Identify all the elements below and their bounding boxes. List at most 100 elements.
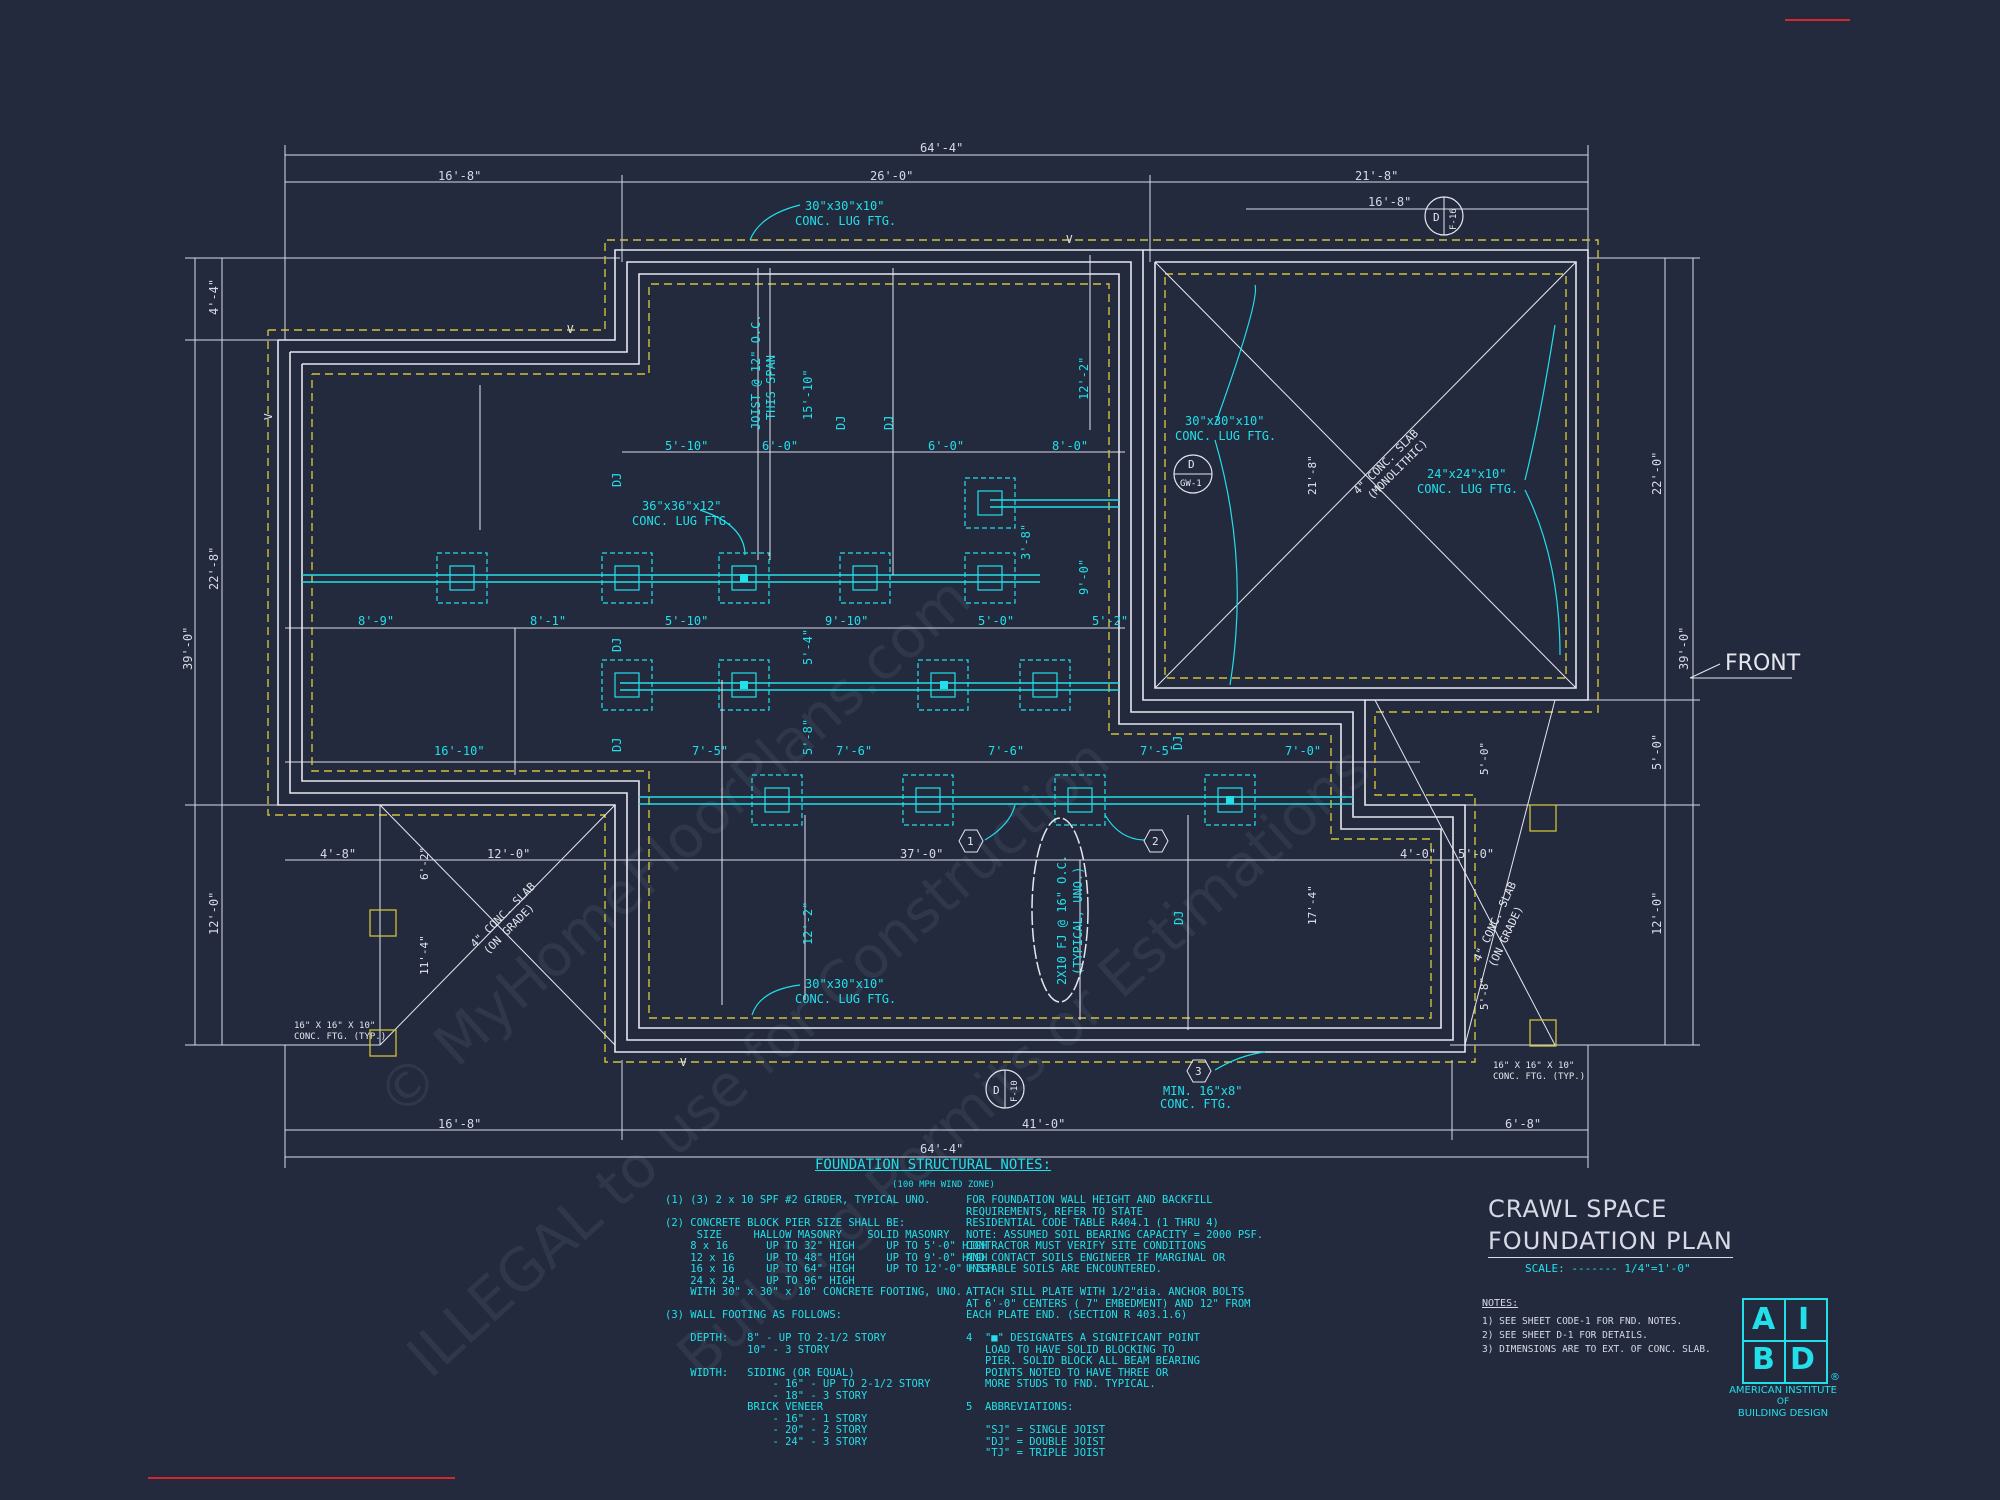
logo-letter-i: I: [1798, 1302, 1810, 1337]
min-ftg-2: CONC. FTG.: [1160, 1097, 1232, 1111]
leader-lines: [699, 204, 1561, 1071]
dim-row2-5: 5'-0": [978, 614, 1014, 628]
logo-letter-d: D: [1790, 1342, 1815, 1377]
dim-bottom-1: 16'-8": [438, 1117, 481, 1131]
callout-2-label: 2: [1152, 835, 1159, 848]
logo-letter-b: B: [1752, 1342, 1775, 1377]
dim-left-upper: 4'-4": [207, 279, 221, 315]
plan-title-line-1: CRAWL SPACE: [1488, 1195, 1668, 1223]
dj-label: DJ: [610, 473, 624, 487]
dim-row1-4: 8'-0": [1052, 439, 1088, 453]
dim-right-upper: 22'-0": [1650, 452, 1664, 495]
joist-lines: [479, 255, 1189, 1030]
dim-row3-2: 7'-5": [692, 744, 728, 758]
dim-v-6: 5'-8": [801, 719, 815, 755]
section-gw1-label: GW-1: [1180, 479, 1202, 489]
lug-ftg-top-size: 30"x30"x10": [805, 199, 884, 213]
dim-left-total: 39'-0": [181, 627, 195, 670]
dim-row4-2: 12'-0": [487, 847, 530, 861]
lug-ftg-top-text: CONC. LUG FTG.: [795, 214, 896, 228]
min-ftg-1: MIN. 16"x8": [1163, 1084, 1242, 1098]
dim-overall-top: 64'-4": [920, 141, 963, 155]
fj-note-1: 2X10 FJ @ 16" O.C.: [1055, 855, 1069, 985]
dim-v-1: 15'-10": [801, 369, 815, 420]
lug-ftg-garage-text: CONC. LUG FTG.: [1175, 429, 1276, 443]
section-marker-f16: D F-16: [1424, 196, 1464, 236]
notes-column-2: FOR FOUNDATION WALL HEIGHT AND BACKFILL …: [966, 1194, 1264, 1459]
vent-label: V: [262, 413, 275, 420]
joist-note-2: THIS SPAN: [764, 355, 778, 420]
logo-name-line-2: OF: [1776, 1397, 1790, 1407]
girders: [302, 499, 1353, 805]
ftg-typ-left-1: 16" X 16" X 10": [294, 1021, 375, 1031]
dim-top-inner: 16'-8": [1368, 195, 1411, 209]
dim-row1-1: 5'-10": [665, 439, 708, 453]
dim-row4-3: 37'-0": [900, 847, 943, 861]
dj-label: DJ: [834, 416, 848, 430]
dim-row3-1: 16'-10": [434, 744, 485, 758]
dj-label: DJ: [610, 638, 624, 652]
double-joist-labels: DJ DJ DJ DJ DJ DJ DJ: [610, 416, 1186, 925]
section-d-label: D: [993, 1084, 1000, 1097]
lug-ftg-right-text: CONC. LUG FTG.: [1417, 482, 1518, 496]
dim-v-3: 3'-8": [1019, 524, 1033, 560]
callout-hex-1: 1: [958, 829, 984, 853]
dim-bottom-2: 41'-0": [1022, 1117, 1065, 1131]
dim-overall-bottom: 64'-4": [920, 1142, 963, 1156]
dim-row3-5: 7'-5": [1140, 744, 1176, 758]
dim-right-mid: 5'-0": [1650, 734, 1664, 770]
dj-label: DJ: [1172, 911, 1186, 925]
footing-callouts: 30"x30"x10" CONC. LUG FTG. 36"x36"x12" C…: [294, 199, 1585, 1111]
dim-row2-6: 5'-2": [1092, 614, 1128, 628]
dim-row1-3: 6'-0": [928, 439, 964, 453]
dim-row2-4: 9'-10": [825, 614, 868, 628]
dim-top-2: 26'-0": [870, 169, 913, 183]
dim-left-lower: 12'-0": [207, 892, 221, 935]
notes-heading: FOUNDATION STRUCTURAL NOTES:: [815, 1157, 1052, 1173]
dim-left-mid: 22'-8": [207, 547, 221, 590]
logo-registered-mark: ®: [1830, 1372, 1840, 1383]
ftg-typ-right-2: CONC. FTG. (TYP.): [1493, 1072, 1585, 1082]
vent-label: V: [680, 1056, 687, 1069]
lug-ftg-bottom-text: CONC. LUG FTG.: [795, 992, 896, 1006]
ftg-typ-left-2: CONC. FTG. (TYP.): [294, 1032, 386, 1042]
plan-scale: SCALE: ------- 1/4"=1'-0": [1525, 1262, 1691, 1275]
lug-ftg-left-size: 36"x36"x12": [642, 499, 721, 513]
sheet-note-3: 3) DIMENSIONS ARE TO EXT. OF CONC. SLAB.: [1482, 1344, 1711, 1355]
vent-label: V: [567, 323, 574, 336]
section-marker-gw1: D GW-1: [1173, 454, 1213, 494]
watermark-line-1: © MyHomeFloorPlans.com: [364, 563, 983, 1130]
notes-subheading: (100 MPH WIND ZONE): [892, 1180, 995, 1190]
dim-v-12: 11'-4": [418, 935, 431, 975]
dim-row3-4: 7'-6": [988, 744, 1024, 758]
section-markers: D F-16 D GW-1 D F-10 1 2 3: [958, 196, 1464, 1109]
dim-right-total: 39'-0": [1677, 627, 1691, 670]
pier: [436, 552, 488, 604]
dim-top-3: 21'-8": [1355, 169, 1398, 183]
section-marker-f10: D F-10: [985, 1069, 1025, 1109]
section-d-label: D: [1433, 211, 1440, 224]
dj-label: DJ: [882, 416, 896, 430]
dim-row4-5: 5'-0": [1458, 847, 1494, 861]
piers: [436, 477, 1256, 826]
pad-footings: [369, 804, 1557, 1057]
dimension-labels: 64'-4" 16'-8" 26'-0" 21'-8" 16'-8" 64'-4…: [181, 141, 1691, 1156]
dim-v-9: 21'-8": [1306, 455, 1319, 495]
sheet-note-1: 1) SEE SHEET CODE-1 FOR FND. NOTES.: [1482, 1316, 1683, 1327]
point-load-markers: [740, 574, 1234, 804]
joist-note-1: JOIST @ 12" O.C.: [749, 314, 763, 430]
dim-v-2: 12'-2": [1077, 357, 1091, 400]
ftg-typ-right-1: 16" X 16" X 10": [1493, 1061, 1574, 1071]
section-f16-label: F-16: [1449, 208, 1459, 230]
lug-ftg-garage-size: 30"x30"x10": [1185, 414, 1264, 428]
dim-row2-2: 8'-1": [530, 614, 566, 628]
lug-ftg-bottom-size: 30"x30"x10": [805, 977, 884, 991]
dj-label: DJ: [1171, 736, 1185, 750]
dim-row1-2: 6'-0": [762, 439, 798, 453]
dim-right-lower: 12'-0": [1650, 892, 1664, 935]
callout-3-label: 3: [1195, 1065, 1202, 1078]
lug-ftg-right-size: 24"x24"x10": [1427, 467, 1506, 481]
fj-cloud-outline: [1031, 817, 1089, 1003]
notes-column-1: (1) (3) 2 x 10 SPF #2 GIRDER, TYPICAL UN…: [665, 1194, 994, 1448]
